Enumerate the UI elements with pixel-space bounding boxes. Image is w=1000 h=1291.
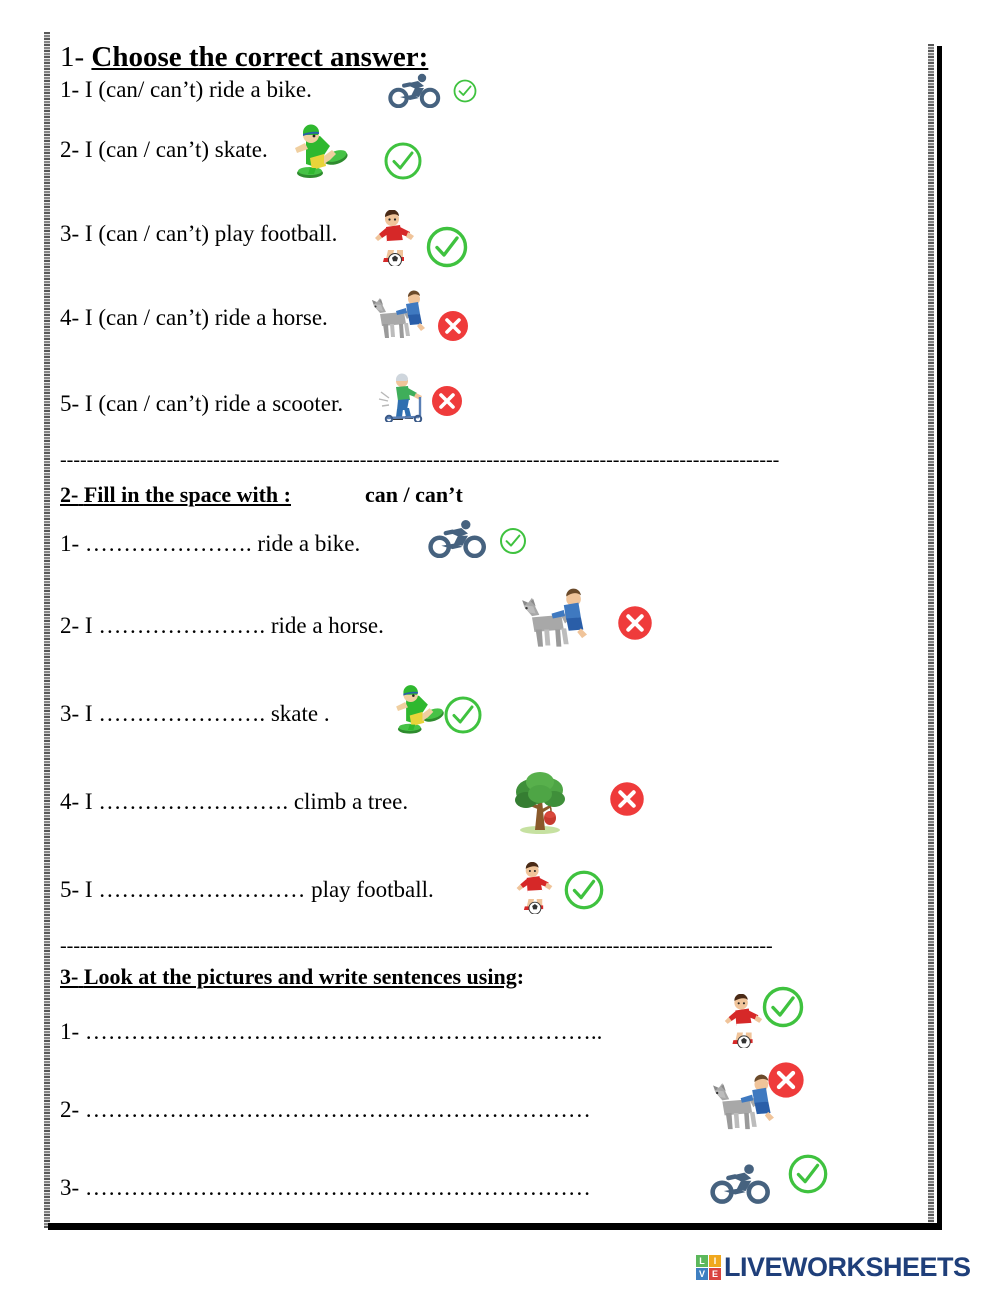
item-text: I ……………………. climb a tree.	[84, 789, 409, 814]
item-number: 3-	[60, 221, 80, 246]
item-number: 2-	[60, 613, 80, 638]
horse-rider-icon	[710, 1074, 776, 1143]
section-2-item-2: 2- I …………………. ride a horse.	[60, 588, 930, 700]
skater-icon	[286, 124, 350, 189]
badge-tile-l: L	[696, 1255, 708, 1267]
section-1-item-3: 3- I (can / can’t) play football.	[60, 209, 930, 304]
section-2-number: 2-	[60, 482, 79, 507]
item-text: …………………………………………………………	[84, 1175, 591, 1200]
section-2-options: can / can’t	[365, 482, 463, 507]
item-number: 2-	[60, 137, 80, 162]
section-2-item-5: 5- I ……………………… play football.	[60, 861, 930, 936]
item-text: I (can/ can’t) ride a bike.	[84, 77, 312, 102]
liveworksheets-wordmark: LIVEWORKSHEETS	[724, 1252, 971, 1282]
item-text: …………………………………………………………	[84, 1097, 591, 1122]
item-number: 1-	[60, 77, 80, 102]
footballer-icon	[370, 209, 418, 273]
section-2-heading: 2- Fill in the space with : can / can’t	[60, 482, 930, 508]
item-number: 5-	[60, 877, 80, 902]
check-mark-icon	[562, 868, 606, 912]
section-3-item-2: 2- …………………………………………………………	[60, 1062, 930, 1174]
item-number: 4-	[60, 789, 80, 814]
right-border-rule	[937, 46, 942, 1228]
section-3-title: 3- Look at the pictures and write senten…	[60, 964, 517, 989]
section-separator-1: ----------------------------------------…	[60, 450, 780, 470]
section-1-item-4: 4- I (can / can’t) ride a horse.	[60, 290, 930, 390]
horse-rider-icon	[370, 290, 426, 351]
section-2-item-3: 3- I …………………. skate .	[60, 685, 930, 788]
check-mark-icon	[786, 1152, 830, 1196]
item-number: 2-	[60, 1097, 80, 1122]
tree-icon	[510, 770, 572, 843]
liveworksheets-badge-icon: L I V E	[696, 1255, 721, 1280]
left-border-texture	[44, 32, 50, 1228]
skater-icon	[388, 684, 446, 745]
section-3-title-text: Look at the pictures and write sentences…	[83, 964, 517, 989]
section-2-item-1: 1- …………………. ride a bike.	[60, 520, 930, 612]
section-2-title-text: Fill in the space with :	[83, 482, 291, 507]
section-3-number: 3-	[60, 964, 79, 989]
bicycle-icon	[388, 72, 442, 115]
item-number: 4-	[60, 305, 80, 330]
section-3-item-3: 3- …………………………………………………………	[60, 1154, 930, 1234]
check-mark-icon	[382, 140, 424, 182]
item-number: 5-	[60, 391, 80, 416]
check-mark-icon	[498, 526, 528, 556]
footballer-icon	[720, 993, 766, 1055]
item-text: I ……………………… play football.	[84, 877, 434, 902]
item-text: I (can / can’t) play football.	[84, 221, 338, 246]
item-number: 1-	[60, 531, 80, 556]
bicycle-icon	[710, 1162, 772, 1211]
section-1-title: Choose the correct answer:	[91, 41, 429, 73]
item-text: I …………………. ride a horse.	[84, 613, 384, 638]
section-1-item-1: 1- I (can/ can’t) ride a bike.	[60, 73, 930, 136]
section-2-title: 2- Fill in the space with :	[60, 482, 291, 507]
cross-mark-icon	[616, 604, 654, 642]
liveworksheets-logo[interactable]: L I V E LIVEWORKSHEETS	[696, 1252, 971, 1283]
section-1-item-2: 2- I (can / can’t) skate.	[60, 124, 930, 220]
check-mark-icon	[442, 694, 484, 736]
cross-mark-icon	[430, 384, 464, 418]
item-number: 3-	[60, 1175, 80, 1200]
footballer-icon	[512, 861, 556, 921]
section-1-number: 1-	[60, 41, 85, 73]
item-text: I …………………. skate .	[84, 701, 330, 726]
horse-rider-icon	[518, 588, 590, 661]
section-3-heading: 3- Look at the pictures and write senten…	[60, 964, 930, 990]
cross-mark-icon	[608, 780, 646, 818]
section-2-item-4: 4- I ……………………. climb a tree.	[60, 772, 930, 876]
item-text: I (can / can’t) ride a scooter.	[84, 391, 344, 416]
check-mark-icon	[452, 78, 478, 104]
badge-tile-e: E	[709, 1268, 721, 1280]
bottom-border-rule	[48, 1223, 942, 1230]
item-text: …………………………………………………………..	[84, 1019, 603, 1044]
badge-tile-i: I	[709, 1255, 721, 1267]
check-mark-icon	[760, 984, 806, 1030]
section-3-item-1: 1- …………………………………………………………..	[60, 986, 930, 1096]
cross-mark-icon	[766, 1060, 806, 1100]
section-3-colon: :	[516, 964, 525, 989]
scooter-rider-icon	[375, 372, 427, 429]
right-border-texture	[928, 44, 934, 1228]
cross-mark-icon	[436, 309, 470, 343]
section-1-heading: 1- Choose the correct answer:	[60, 40, 930, 74]
check-mark-icon	[424, 224, 470, 270]
item-number: 1-	[60, 1019, 80, 1044]
section-1-item-5: 5- I (can / can’t) ride a scooter.	[60, 373, 930, 450]
section-separator-2: ----------------------------------------…	[60, 936, 773, 956]
page-frame	[44, 32, 944, 1244]
bicycle-icon	[428, 518, 488, 565]
item-number: 3-	[60, 701, 80, 726]
worksheet-content: 1- Choose the correct answer: 1- I (can/…	[60, 40, 930, 1234]
badge-tile-v: V	[696, 1268, 708, 1280]
item-text: I (can / can’t) ride a horse.	[84, 305, 328, 330]
item-text: …………………. ride a bike.	[84, 531, 361, 556]
item-text: I (can / can’t) skate.	[84, 137, 268, 162]
